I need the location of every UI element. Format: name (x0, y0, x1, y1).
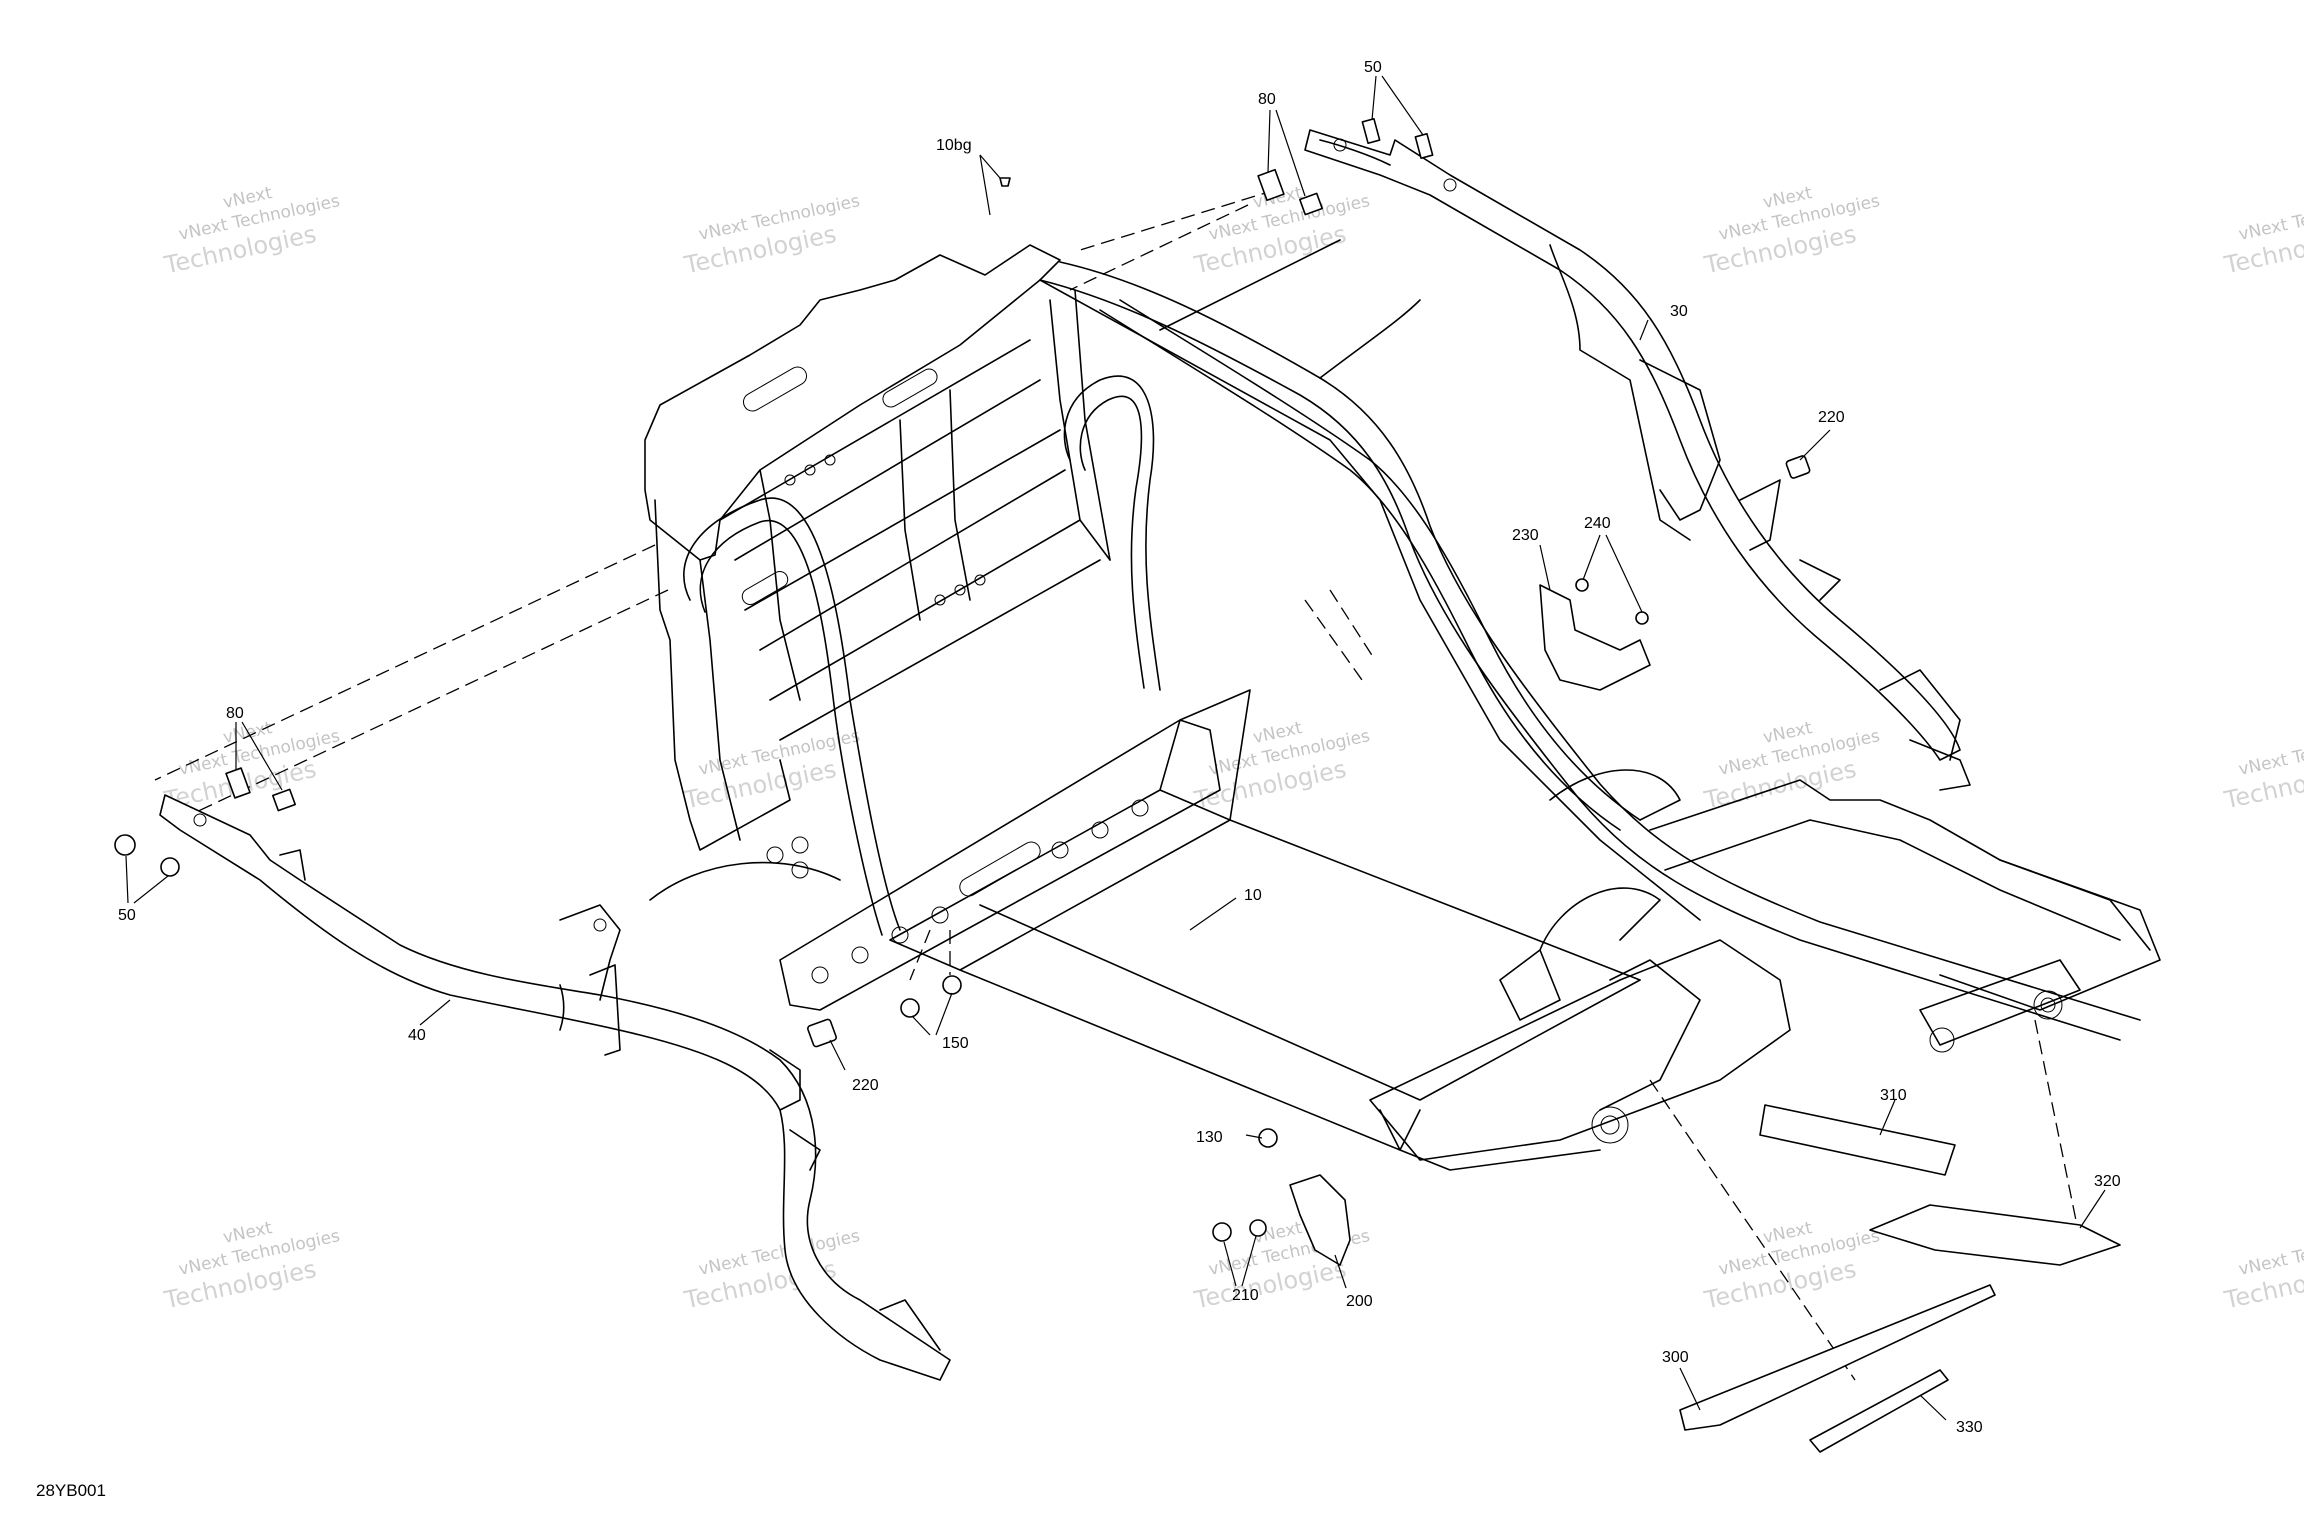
callout-240: 240 (1584, 515, 1611, 532)
main-frame-part-10 (644, 239, 2161, 1171)
callout-130: 130 (1196, 1129, 1223, 1146)
clip-220-right-icon (1785, 455, 1811, 479)
callout-30: 30 (1670, 303, 1688, 320)
nut-150-icon (942, 975, 962, 995)
clip-220-left-icon (807, 1018, 837, 1048)
callout-220-left: 220 (852, 1077, 879, 1094)
diagram-reference-code: 28YB001 (36, 1481, 106, 1500)
watermark-layer: vNext Technologies Technologies vNext vN… (161, 183, 2304, 1315)
panel-300-icon (1679, 1284, 1996, 1431)
callout-330: 330 (1956, 1419, 1983, 1436)
callout-80-upper: 80 (1258, 91, 1276, 108)
callout-50-upper: 50 (1364, 59, 1382, 76)
fastener-210-icon (1249, 1219, 1267, 1237)
bolt-50-upper-icon (1361, 118, 1381, 144)
callout-50-lower: 50 (118, 907, 136, 924)
panel-310-icon (1759, 1104, 1956, 1176)
callout-10bg: 10bg (936, 137, 972, 154)
callout-230: 230 (1512, 527, 1539, 544)
panel-320-icon (1869, 1204, 2121, 1266)
callout-300: 300 (1662, 1349, 1689, 1366)
callout-210: 210 (1232, 1287, 1259, 1304)
clip-80-upper-icon (1257, 168, 1285, 202)
callout-220-right: 220 (1818, 409, 1845, 426)
callout-320: 320 (2094, 1173, 2121, 1190)
left-side-rail-part-40 (159, 794, 951, 1381)
screw-240-icon (1575, 578, 1589, 592)
right-side-rail-part-30 (1304, 129, 1971, 791)
clip-80-lower-icon (272, 788, 296, 812)
fastener-210-icon (1212, 1222, 1232, 1242)
assembly-dashed-lines (154, 189, 2081, 1381)
callout-40: 40 (408, 1027, 426, 1044)
callout-150: 150 (942, 1035, 969, 1052)
bracket-230-icon (1539, 584, 1651, 691)
callout-80-lower: 80 (226, 705, 244, 722)
bracket-200-icon (1289, 1174, 1351, 1266)
clip-80-lower-icon (225, 767, 251, 799)
nut-150-icon (900, 998, 920, 1018)
screw-240-icon (1635, 611, 1649, 625)
callout-10: 10 (1244, 887, 1262, 904)
callout-200: 200 (1346, 1293, 1373, 1310)
leader-lines (125, 75, 2106, 1421)
panel-330-icon (1809, 1369, 1949, 1453)
screw-10bg-icon (999, 177, 1011, 187)
fasteners (114, 118, 1811, 1266)
callout-310: 310 (1880, 1087, 1907, 1104)
bolt-50-lower-icon (114, 834, 136, 856)
callout-labels: 10bg 80 50 30 220 230 240 80 50 40 10 22… (118, 59, 2121, 1436)
bolt-50-upper-icon (1414, 133, 1434, 159)
bolt-50-lower-icon (160, 857, 180, 877)
panels (1679, 1104, 2121, 1453)
clip-80-upper-icon (1299, 192, 1323, 216)
